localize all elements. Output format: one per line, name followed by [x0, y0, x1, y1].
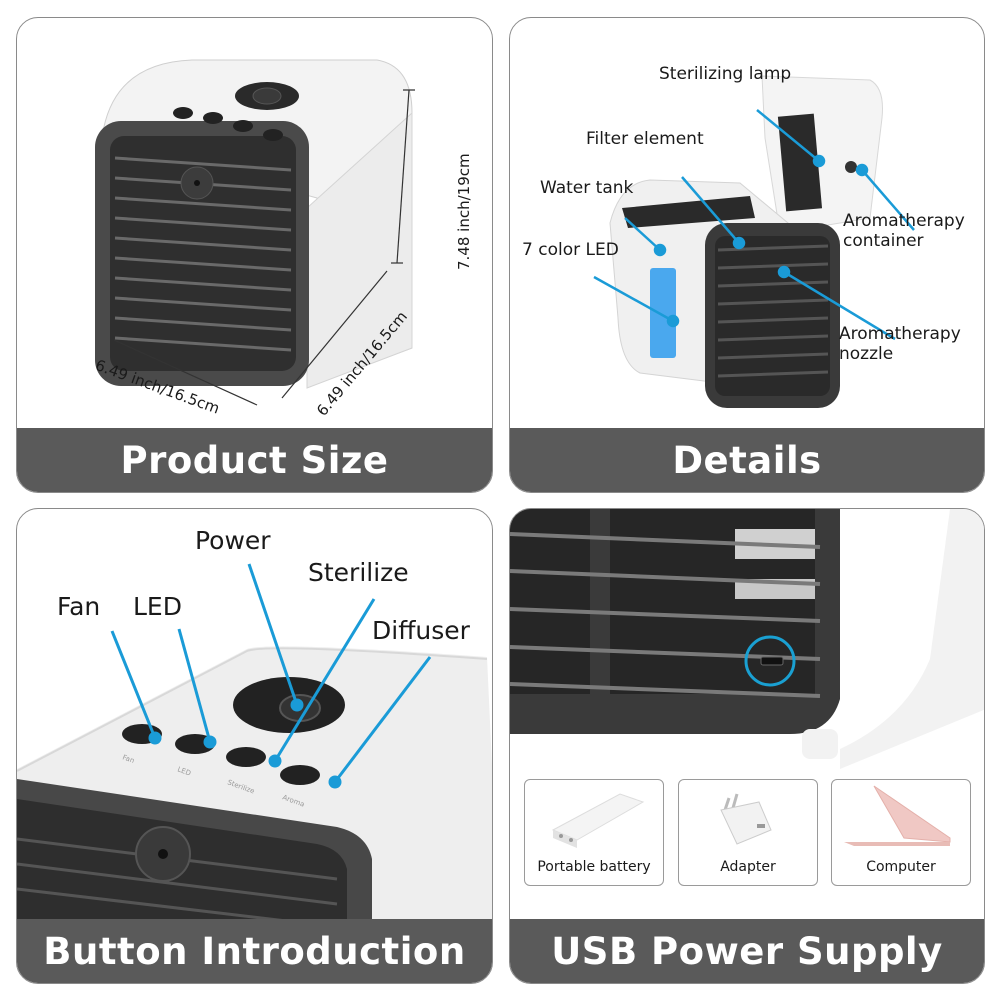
button-label-diffuser: Diffuser: [372, 616, 470, 645]
button-label-power: Power: [195, 526, 271, 555]
air-cooler-open-illustration: [593, 75, 915, 408]
button-label-fan: Fan: [57, 592, 101, 621]
source-card-portable-battery: Portable battery: [524, 779, 664, 886]
details-panel: Sterilizing lamp Filter element Water ta…: [509, 17, 985, 493]
laptop-icon: [844, 785, 951, 846]
callout-sterilizing-lamp: Sterilizing lamp: [659, 64, 792, 84]
caption-usb-power-supply: USB Power Supply: [510, 919, 984, 983]
height-dimension-label: 7.48 inch/19cm: [455, 153, 473, 270]
source-label-computer: Computer: [866, 859, 936, 875]
caption-product-size: Product Size: [17, 428, 492, 492]
usb-port-highlight-icon: [744, 635, 796, 687]
source-card-computer: Computer: [831, 779, 971, 886]
caption-details: Details: [510, 428, 984, 492]
callout-aromatherapy-nozzle: Aromatherapy nozzle: [839, 324, 961, 364]
product-size-panel: 7.48 inch/19cm 6.49 inch/16.5cm 6.49 inc…: [16, 17, 493, 493]
callout-7-color-led: 7 color LED: [522, 240, 619, 260]
button-label-sterilize: Sterilize: [308, 558, 409, 587]
button-introduction-panel: Fan LED Sterilize Aroma Power Sterilize …: [16, 508, 493, 984]
callout-filter-element: Filter element: [586, 129, 704, 149]
usb-power-supply-panel: Portable battery Adapter Computer USB Po…: [509, 508, 985, 984]
source-label-portable-battery: Portable battery: [537, 859, 651, 875]
usb-adapter-icon: [720, 793, 772, 845]
callout-aromatherapy-container: Aromatherapy container: [843, 211, 965, 251]
portable-battery-icon: [551, 793, 645, 848]
caption-button-introduction: Button Introduction: [17, 919, 492, 983]
source-label-adapter: Adapter: [720, 859, 776, 875]
air-cooler-front-illustration: [95, 59, 415, 406]
svg-text:Fan: Fan: [121, 753, 135, 765]
control-panel-closeup: Fan LED Sterilize Aroma: [17, 563, 492, 929]
callout-water-tank: Water tank: [540, 178, 634, 198]
button-label-led: LED: [133, 592, 182, 621]
source-card-adapter: Adapter: [678, 779, 818, 886]
usb-port-closeup: [510, 509, 984, 769]
